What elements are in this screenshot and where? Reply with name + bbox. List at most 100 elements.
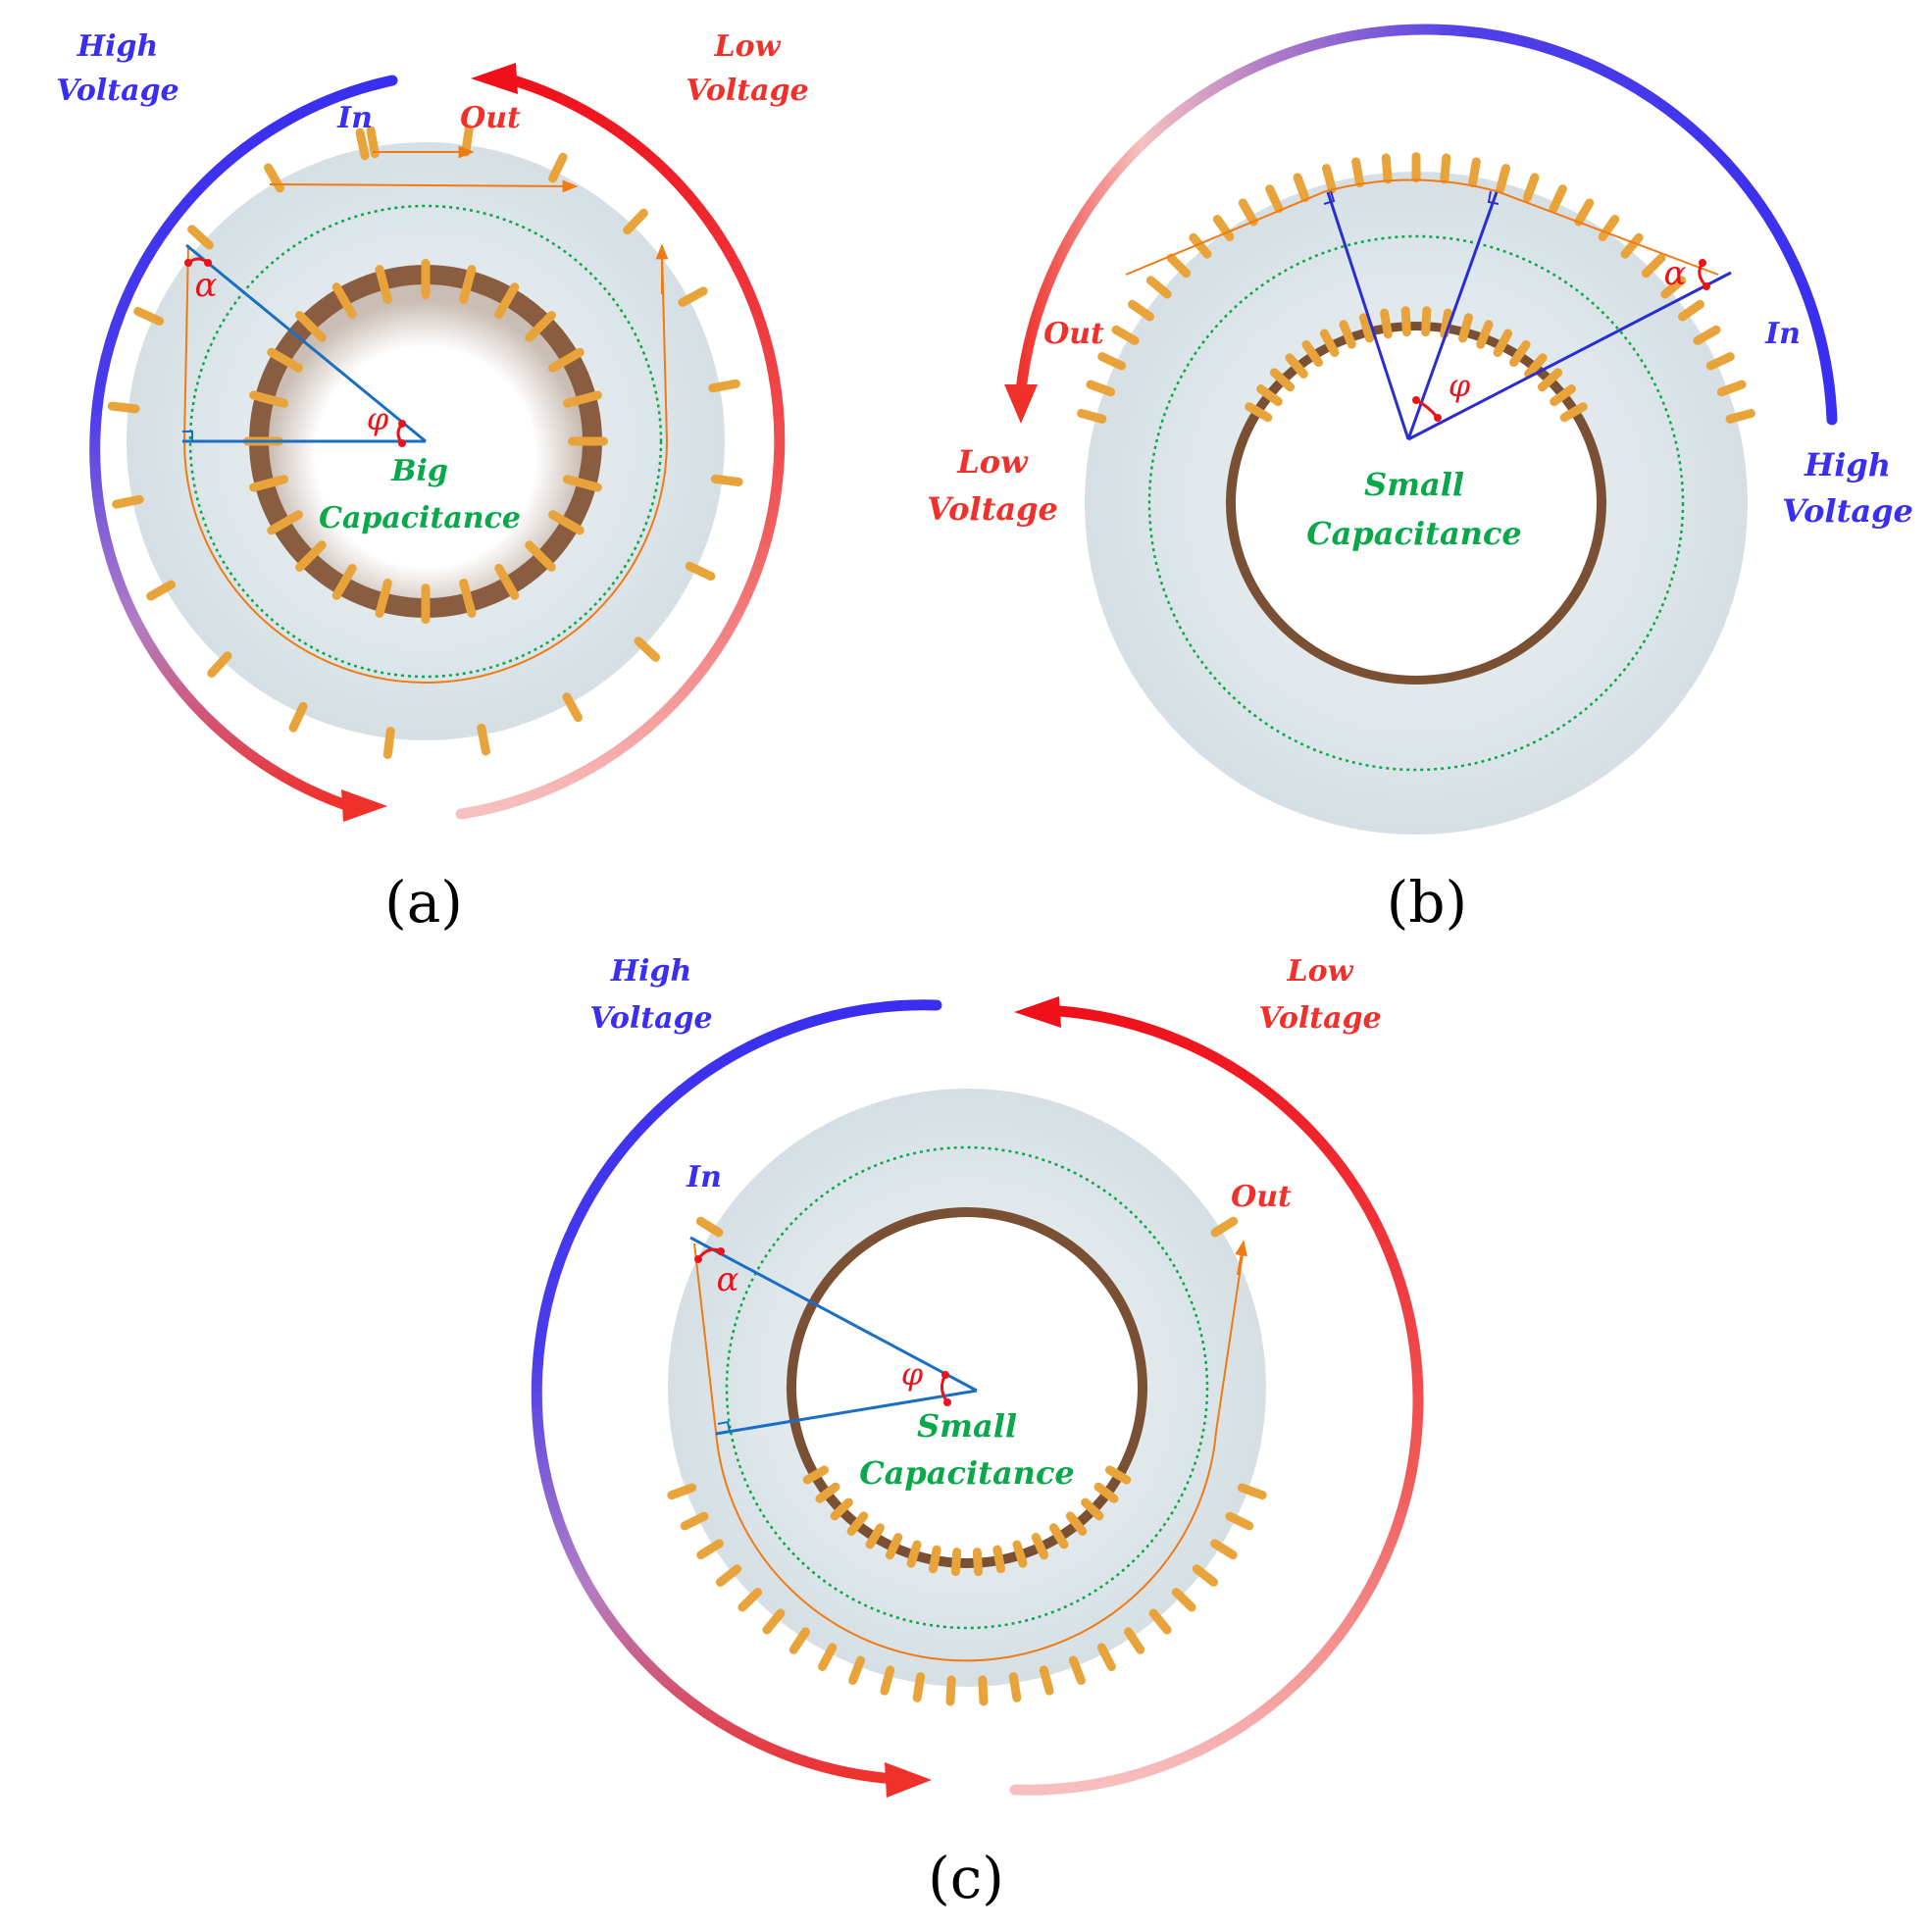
panel-c-outer-pin [696,1539,724,1560]
panel-b-in-label: In [1764,317,1801,351]
panel-a-alpha-dot-1 [184,259,192,267]
panel-a-outer-pin [623,208,648,235]
panel-b-inner-pin [1537,368,1563,392]
panel-a-low-voltage-arc [455,71,786,820]
panel-b-winding-path [1125,178,1719,276]
panel-b-alpha-dot-2 [1703,282,1710,290]
panel-a-low-voltage-label-1: Low [714,29,782,64]
panel-a-inner-pin [563,390,602,408]
panel-b-out-label: Out [1043,317,1104,351]
panel-b-dotted-circle [1147,234,1685,772]
panel-b-outer-pin [1212,215,1235,242]
panel-b-outer-pin [1693,325,1721,345]
panel-b-outer-pin [1189,232,1212,259]
panel-c-outer-pin [1210,1539,1238,1560]
panel-a-inner-pin [295,540,327,572]
panel-c-outer-pin [978,1675,989,1706]
panel-a-outer-pin [288,701,308,733]
panel-b-inner-pin [1319,329,1340,357]
panel-a-inner-pin [375,265,392,304]
panel-c-right-angle-mark [717,1420,731,1433]
panel-b-inner-pin [1301,339,1324,368]
panel-a-high-voltage-label-1: High [76,29,159,64]
panel-a-alpha-dot-2 [204,259,212,267]
panel-b-outer-pin [1097,352,1127,371]
panel-b-voltage-arc [1014,24,1838,426]
panel-c-inner-pin [865,1523,886,1549]
panel-b-radius-line-3 [1407,271,1732,441]
panel-b-inner-pin [1476,320,1494,349]
panel-b-phi-dot-1 [1412,396,1420,404]
panel-a-out-label: Out [460,101,521,135]
panel-a-dotted-circle [188,204,663,679]
panel-a-outer-pin [366,126,380,159]
panel-c-inner-pin [846,1511,869,1536]
panel-c-alpha-dot-2 [717,1247,725,1255]
panel-b-outer-pin [1725,409,1755,424]
panel-c-outer-pin [667,1483,697,1500]
panel-a-outer-pin [685,561,716,582]
panel-a-phi-dot-2 [398,439,406,447]
panel-a-high-voltage-arc [89,75,398,810]
panel-c-inner-pin [928,1545,941,1574]
panel-a-inner-pin [459,579,477,618]
panel-a-winding-path [182,244,669,684]
panel-a-in-label: In [336,101,373,135]
panel-b-low-voltage-arrowhead [1004,384,1038,424]
panel-a-inner-pin [494,282,520,319]
panel-c-low-voltage-arrowhead [1014,996,1061,1028]
panel-a-inner-pin [494,564,520,600]
panel-c-in-label: In [686,1160,722,1194]
panel-c-outer-pin-top [1210,1216,1239,1238]
panel-c-high-voltage-arc [531,999,942,1786]
panel-b-outer-pin [1111,325,1140,345]
panel-c-inner-pin [815,1482,840,1503]
panel-a-capacitance-label-2: Capacitance [319,501,521,535]
panel-a-inner-pin [249,475,288,492]
panel-c-inner-pin [1093,1482,1119,1503]
panel-c-outer-pin [818,1643,838,1671]
panel-a-outer-pin [112,494,144,509]
panel-a-alpha-symbol: α [195,266,218,305]
panel-a-outer-pin [710,474,743,486]
panel-c-phi-symbol: φ [901,1355,924,1393]
panel-c-inner-pin [830,1498,853,1521]
panel-c-inner-pin [972,1548,984,1577]
panel-b-radius-line-2 [1406,191,1499,440]
panel-b-outer-pin [1641,253,1666,279]
panel-c-inner-pin [950,1548,962,1577]
panel-c-outer-pin [1237,1483,1267,1500]
panel-c-dotted-circle [725,1145,1209,1630]
panel-b-alpha-symbol: α [1664,254,1687,293]
panel-a-inner-pin [548,510,585,535]
panel-b-outer-pin [1265,184,1284,214]
panel-a-inner-pin [563,475,602,492]
panel-b-inner-pin [1559,402,1588,423]
panel-a-inner-pin [459,265,477,304]
panel-b-outer-pin [1468,157,1481,188]
panel-b-inner-pin [1269,368,1296,392]
panel-b-outer-pin [1128,299,1155,322]
panel-a-inner-pin [267,347,303,373]
panel-c-outer-pin [1068,1655,1086,1686]
panel-c-outer-pin [912,1672,926,1702]
panel-b-inner-pin [1458,313,1473,343]
panel-c-right-up-arrow [1235,1240,1247,1276]
panel-c-caption: (c) [928,1845,1004,1911]
panel-a-outer-pin [562,692,584,723]
panel-b-low-voltage-label-2: Voltage [927,490,1058,528]
panel-c-winding-path [693,1243,1245,1662]
panel-c-outer-pin [680,1511,709,1531]
panel-c-high-voltage-label-2: Voltage [589,1001,712,1036]
panel-a-outer-pin [146,580,177,601]
panel-c-low-voltage-label-1: Low [1287,954,1354,989]
panel-b-radius-line-1 [1326,191,1410,440]
panel-b-capacitance-label-1: Small [1364,466,1464,503]
panel-c-inner-pin [1081,1498,1104,1521]
panel-b-inner-pins [1245,306,1588,423]
panel-a-radius-line-upper [185,243,427,443]
panel-b-outer-pin [1351,157,1364,188]
panel-b-outer-pin [1166,253,1192,279]
panel-a-outer-pin [133,307,165,326]
